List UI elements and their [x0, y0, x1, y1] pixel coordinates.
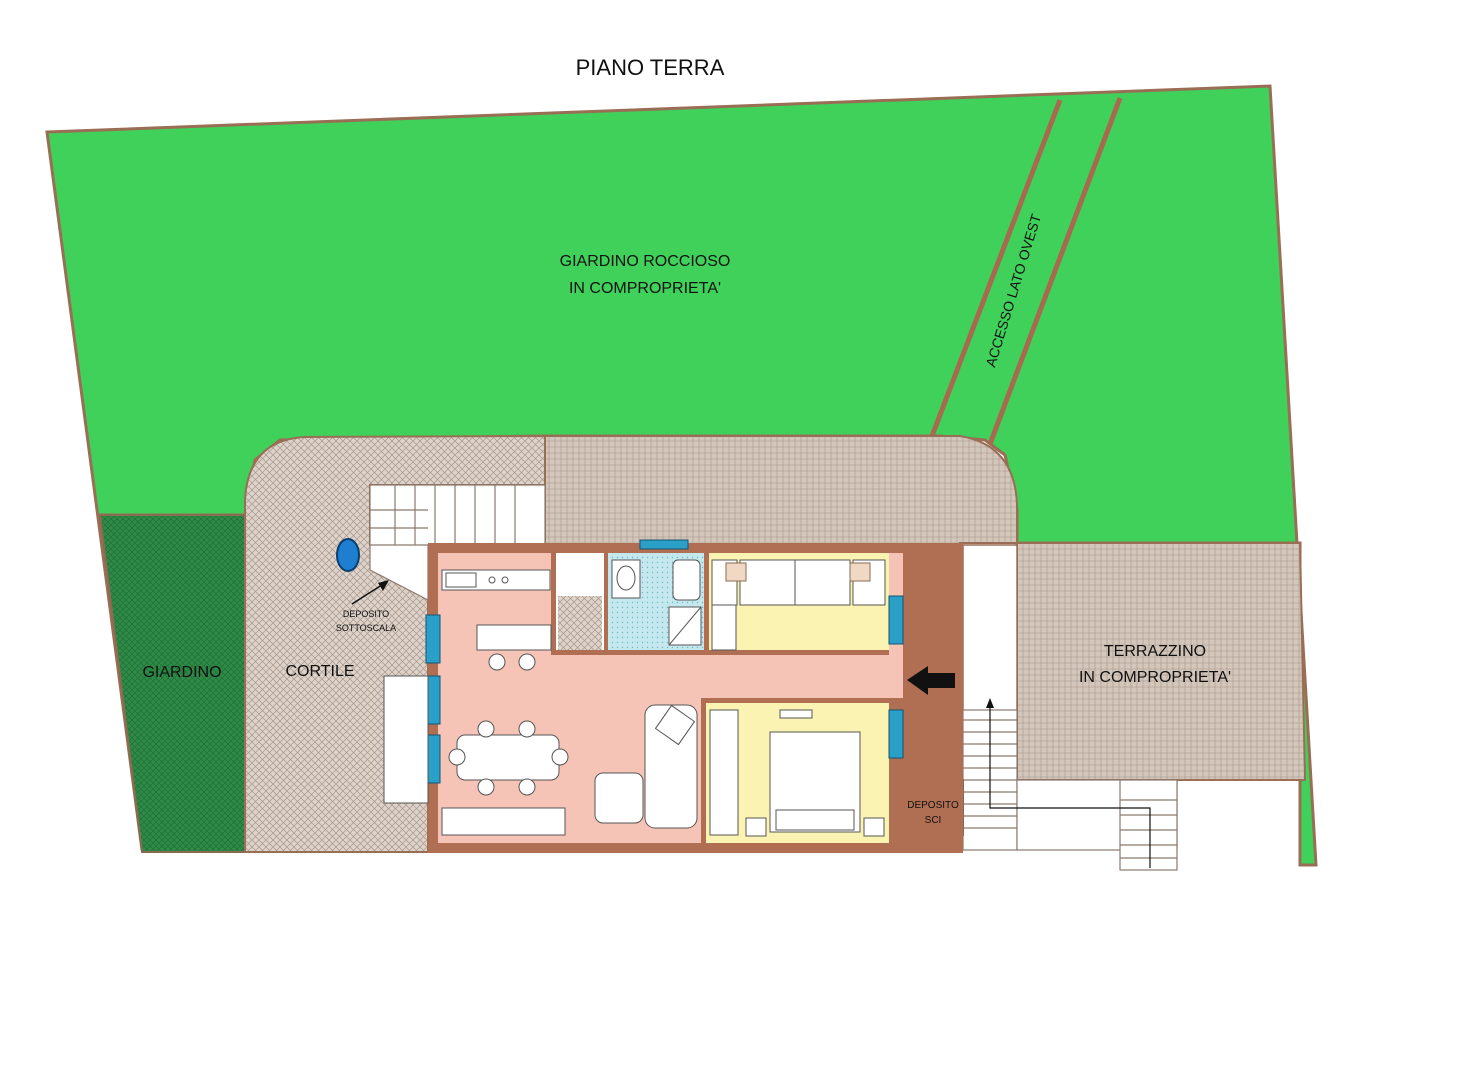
window-right-1	[888, 595, 904, 645]
armchair	[594, 772, 644, 824]
kitchen-table	[476, 624, 552, 651]
deposito-sci-label: DEPOSITO	[907, 800, 959, 811]
wardrobe-2	[709, 709, 739, 836]
chair-icon-2	[518, 653, 536, 671]
dining-chair-icon	[477, 720, 495, 738]
dining-chair-icon-5	[448, 748, 466, 766]
bidet-icon	[672, 559, 701, 601]
stove-icon	[488, 576, 496, 584]
dining-chair-icon-4	[518, 778, 536, 796]
sofa-cushion	[654, 704, 696, 746]
closet-tiles	[558, 596, 602, 650]
hallway	[438, 655, 903, 698]
window-left-1	[425, 614, 441, 664]
chair-icon	[488, 653, 506, 671]
window-top	[639, 539, 689, 550]
sottoscala-arrow	[351, 582, 386, 605]
deposito-sci-label-2: SCI	[925, 815, 942, 826]
giardino-label: GIARDINO	[142, 664, 221, 681]
upper-staircase	[369, 484, 546, 601]
pillow-icon	[725, 562, 747, 582]
dining-table	[456, 734, 560, 781]
entrance-arrow-icon	[907, 666, 955, 695]
sideboard	[441, 807, 566, 836]
upper-terrace-paving	[544, 435, 1018, 546]
dining-chair-icon-3	[477, 778, 495, 796]
pillow-icon-2	[849, 562, 871, 582]
washbasin-bowl	[616, 565, 636, 591]
giardino-roccioso-label: GIARDINO ROCCIOSO	[560, 253, 731, 270]
dining-chair-icon-6	[551, 748, 569, 766]
bed-pillows	[775, 809, 855, 831]
shower-diagonal	[668, 606, 702, 646]
giardino-roccioso-label-2: IN COMPROPRIETA'	[569, 280, 721, 297]
terrazzino-area	[1016, 542, 1307, 781]
plan-title: PIANO TERRA	[576, 55, 725, 80]
dining-chair-icon-2	[518, 720, 536, 738]
deposito-sottoscala-label-2: SOTTOSCALA	[336, 623, 396, 633]
cortile-label: CORTILE	[285, 663, 354, 680]
terrazzino-label-2: IN COMPROPRIETA'	[1079, 669, 1231, 686]
terrazzino-label: TERRAZZINO	[1104, 643, 1206, 660]
wardrobe	[711, 604, 737, 651]
accesso-path-line-left	[929, 99, 1063, 437]
tv-icon	[779, 709, 813, 719]
giardino-area	[98, 514, 246, 853]
bedside-table	[745, 817, 767, 837]
accesso-path-line-right	[987, 97, 1123, 445]
water-tank-icon	[336, 538, 360, 572]
window-right-2	[888, 709, 904, 759]
deposito-sottoscala-label: DEPOSITO	[343, 609, 389, 619]
outdoor-bench	[383, 675, 429, 804]
kitchen-sink-icon	[445, 572, 477, 588]
sottoscala-arrowhead	[378, 580, 389, 591]
bedside-table-2	[863, 817, 885, 837]
stair-direction-arrow	[989, 702, 1151, 868]
stair-direction-arrowhead	[986, 698, 994, 708]
stove-icon-2	[501, 576, 509, 584]
